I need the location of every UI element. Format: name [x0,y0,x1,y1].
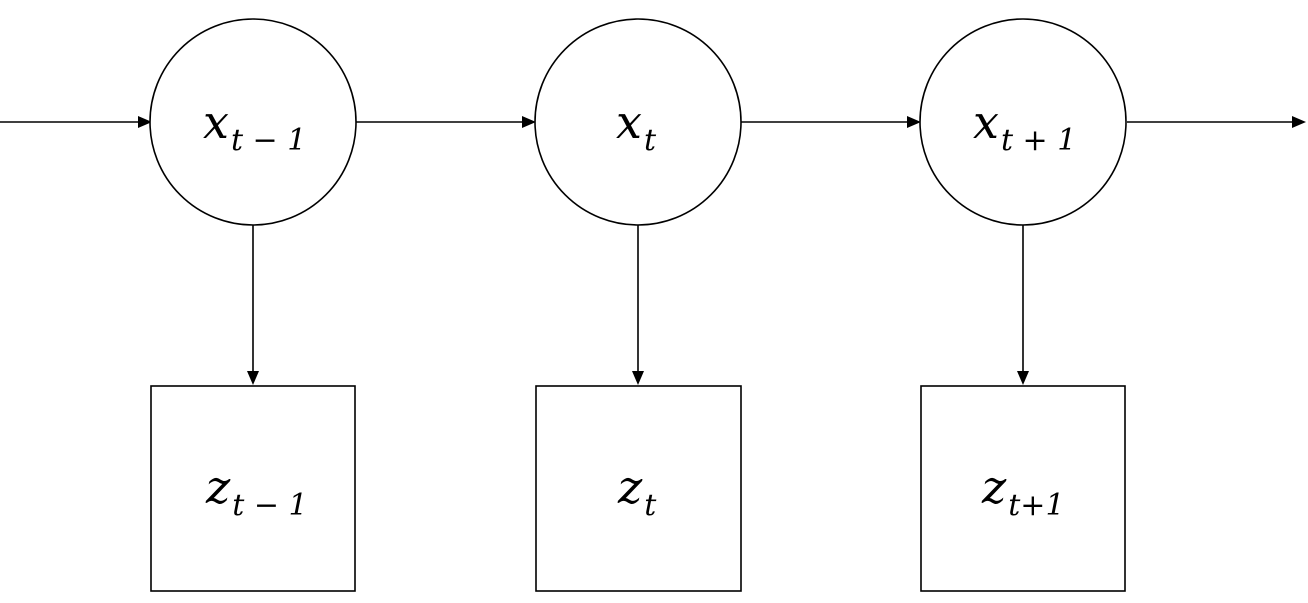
obs-sub-z-next: t+1 [1008,488,1064,523]
state-sub-x-curr: t [644,123,657,158]
edge-x-prev-to-x-curr [356,116,536,128]
edge-x-curr-to-z-curr [632,225,644,385]
transition-edges [0,116,1306,128]
state-node-x-next: xt + 1 [919,18,1127,226]
svg-text:zt+1: zt+1 [981,460,1065,523]
edge-x-next-to-output [1127,116,1306,128]
emission-edges [247,225,1029,385]
svg-text:zt − 1: zt − 1 [205,460,308,523]
state-sub-x-next: t + 1 [1001,123,1076,158]
obs-var-z-curr: z [617,460,643,514]
svg-text:xt: xt [616,95,657,158]
state-nodes: xt − 1 xt xt + 1 [149,18,1127,226]
state-node-x-curr: xt [534,18,742,226]
edge-x-prev-to-z-prev [247,225,259,385]
observation-node-z-curr: zt [535,385,742,592]
svg-text:zt: zt [617,460,657,523]
state-var-x-curr: x [616,95,642,149]
obs-sub-z-prev: t − 1 [232,488,307,523]
state-node-x-prev: xt − 1 [149,18,357,226]
svg-text:xt − 1: xt − 1 [203,95,306,158]
obs-var-z-next: z [981,460,1007,514]
state-sub-x-prev: t − 1 [231,123,306,158]
observation-node-z-prev: zt − 1 [150,385,356,592]
state-var-x-next: x [973,95,999,149]
edge-x-next-to-z-next [1017,225,1029,385]
edge-x-curr-to-x-next [741,116,921,128]
edge-input-to-x-prev [0,116,152,128]
obs-sub-z-curr: t [644,488,657,523]
state-var-x-prev: x [203,95,229,149]
observation-node-z-next: zt+1 [920,385,1126,592]
obs-var-z-prev: z [205,460,231,514]
observation-nodes: zt − 1 zt zt+1 [150,385,1126,592]
svg-text:xt + 1: xt + 1 [973,95,1076,158]
